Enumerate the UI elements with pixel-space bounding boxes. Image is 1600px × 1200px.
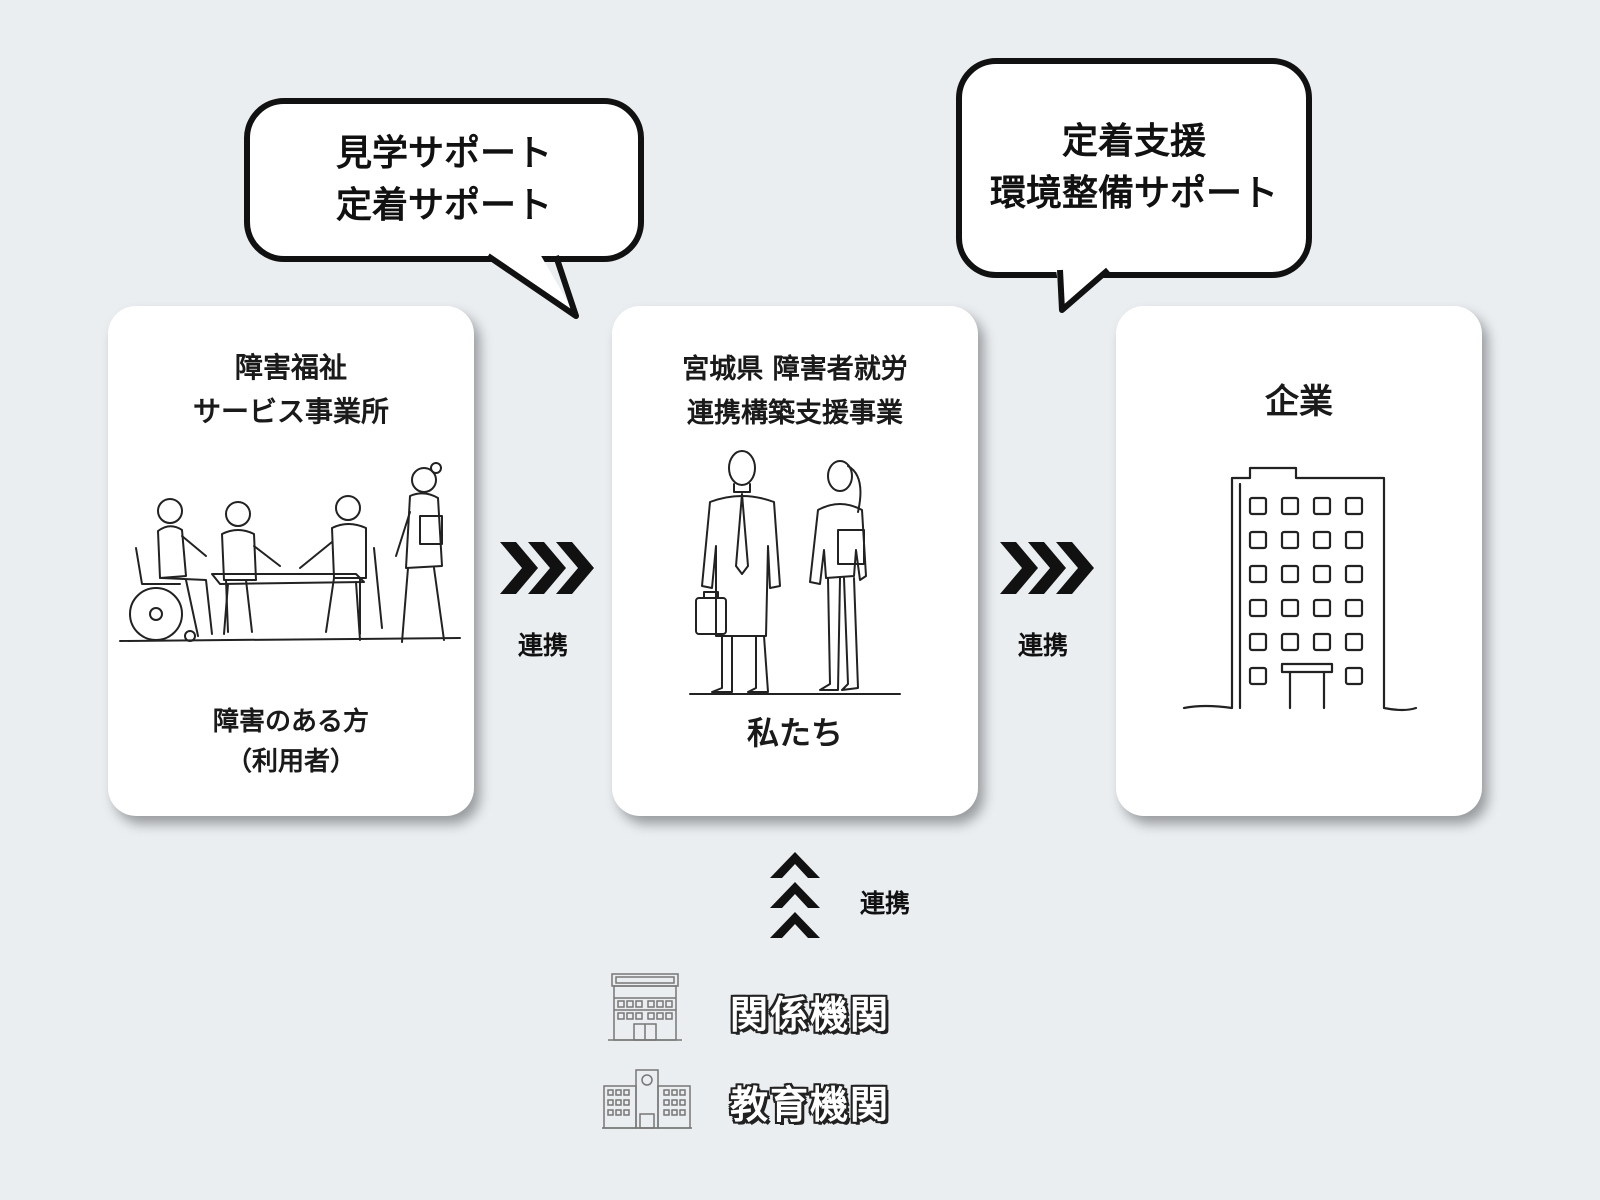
bubble-retention-text: 定着支援 環境整備サポート: [989, 121, 1278, 214]
school-icon: [602, 1069, 692, 1129]
public-building-icon: [608, 973, 682, 1041]
welfare-office-title: 障害福祉 サービス事業所: [192, 351, 389, 428]
speech-bubble-tail-right: [1056, 267, 1110, 313]
card-welfare-office: 障害福祉 サービス事業所: [108, 306, 474, 816]
triple-chevron-up-icon: [770, 852, 820, 938]
link-label-bottom: 連携: [860, 889, 911, 918]
card-company: 企業: [1116, 306, 1482, 816]
triple-chevron-right-icon: [1000, 542, 1094, 594]
company-title: 企業: [1265, 382, 1333, 422]
card-support-project: 宮城県 障害者就労 連携構築支援事業 私たち: [612, 306, 978, 816]
bubble-support-text: 見学サポート 定着サポート: [335, 133, 552, 226]
office-building-icon: [1182, 466, 1418, 712]
related-institutions-label: 関係機関: [730, 993, 891, 1037]
link-label-right: 連携: [1018, 631, 1069, 660]
speech-bubble-retention: 定着支援 環境整備サポート: [956, 58, 1312, 278]
welfare-office-caption: 障害のある方 （利用者）: [212, 707, 369, 777]
support-project-caption: 私たち: [746, 714, 843, 752]
education-institutions-label: 教育機関: [730, 1083, 891, 1127]
link-label-left: 連携: [518, 631, 569, 660]
triple-chevron-right-icon: [500, 542, 594, 594]
speech-bubble-support: 見学サポート 定着サポート: [244, 98, 644, 262]
business-people-icon: [689, 450, 901, 695]
speech-bubble-tail-left: [486, 253, 579, 319]
support-project-title: 宮城県 障害者就労 連携構築支援事業: [682, 354, 908, 429]
people-at-table-icon: [119, 462, 461, 643]
